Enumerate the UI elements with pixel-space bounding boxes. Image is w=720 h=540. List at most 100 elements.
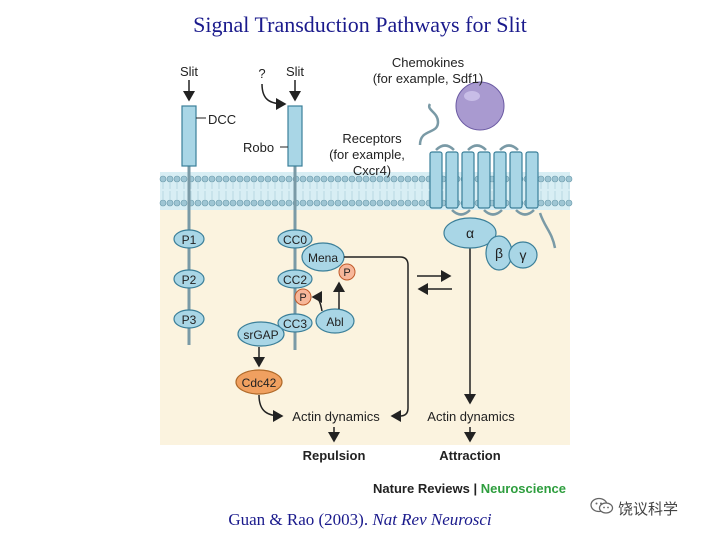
lipid-head xyxy=(551,199,559,207)
lipid-head xyxy=(194,175,202,183)
lipid-head xyxy=(313,175,321,183)
lipid-head xyxy=(236,199,244,207)
lipid-head xyxy=(278,199,286,207)
lipid-head xyxy=(544,175,552,183)
mena-protein: Mena xyxy=(301,242,345,272)
g-protein-gamma: γ xyxy=(508,241,538,269)
lipid-head xyxy=(362,199,370,207)
chemokines-label-line2: (for example, Sdf1) xyxy=(373,71,484,86)
actin-dynamics-right-label: Actin dynamics xyxy=(427,409,515,424)
lipid-head xyxy=(215,199,223,207)
mena-phospho-badge: P xyxy=(338,263,356,281)
lipid-head xyxy=(180,175,188,183)
slit-right-label: Slit xyxy=(286,64,304,79)
srgap-protein: srGAP xyxy=(237,321,285,347)
dcc-domain-p1-label: P1 xyxy=(182,233,197,247)
chemokines-label-line1: Chemokines xyxy=(392,55,465,70)
dcc-domain-p3-label: P3 xyxy=(182,313,197,327)
unknown-ligand-arrow xyxy=(261,83,287,110)
lipid-head xyxy=(166,175,174,183)
citation-journal: Nat Rev Neurosci xyxy=(372,510,492,529)
dcc-domain-p2-label: P2 xyxy=(182,273,197,287)
attraction-label: Attraction xyxy=(439,448,500,463)
srgap-label: srGAP xyxy=(243,328,278,342)
lipid-head xyxy=(558,175,566,183)
g-protein-alpha: α xyxy=(443,217,497,249)
dcc-label: DCC xyxy=(208,112,236,127)
gpcr-helix xyxy=(525,151,539,209)
lipid-head xyxy=(173,199,181,207)
lipid-head xyxy=(355,199,363,207)
lipid-head xyxy=(551,175,559,183)
lipid-head xyxy=(236,175,244,183)
lipid-head xyxy=(341,175,349,183)
cc3-phospho-badge: P xyxy=(294,288,312,306)
repulsion-label: Repulsion xyxy=(303,448,366,463)
lipid-head xyxy=(264,175,272,183)
lipid-head xyxy=(180,199,188,207)
lipid-head xyxy=(341,199,349,207)
g-beta-label: β xyxy=(495,245,503,261)
lipid-head xyxy=(537,175,545,183)
robo-label: Robo xyxy=(243,140,274,155)
lipid-head xyxy=(390,175,398,183)
gpcr-helix xyxy=(477,151,491,209)
lipid-head xyxy=(166,199,174,207)
dcc-domain-p2: P2 xyxy=(173,269,205,289)
lipid-head xyxy=(565,175,573,183)
lipid-head xyxy=(376,199,384,207)
citation: Guan & Rao (2003). Nat Rev Neurosci xyxy=(0,510,720,530)
lipid-head xyxy=(369,199,377,207)
robo-domain-cc3-label: CC3 xyxy=(283,317,307,331)
abl-to-cc3-arrow xyxy=(311,291,323,312)
lipid-head xyxy=(194,199,202,207)
receptors-label-line1: Receptors xyxy=(342,131,402,146)
robo-domain-cc2: CC2 xyxy=(277,269,313,289)
cdc42-label: Cdc42 xyxy=(242,376,277,390)
lipid-head xyxy=(229,175,237,183)
robo-domain-cc3: CC3 xyxy=(277,313,313,333)
wechat-icon xyxy=(590,497,614,519)
lipid-head xyxy=(320,175,328,183)
lipid-head xyxy=(250,175,258,183)
lipid-head xyxy=(215,175,223,183)
lipid-head xyxy=(404,199,412,207)
lipid-head xyxy=(327,199,335,207)
credit-journal: Neuroscience xyxy=(481,481,566,496)
lipid-head xyxy=(334,199,342,207)
lipid-head xyxy=(320,199,328,207)
lipid-head xyxy=(537,199,545,207)
robo-domain-cc0-label: CC0 xyxy=(283,233,307,247)
lipid-head xyxy=(558,199,566,207)
lipid-head xyxy=(201,175,209,183)
robo-domain-cc0: CC0 xyxy=(277,229,313,249)
receptors-label-line3: Cxcr4) xyxy=(353,163,391,178)
watermark-text: 饶议科学 xyxy=(618,499,679,518)
lipid-head xyxy=(208,175,216,183)
lipid-head xyxy=(334,175,342,183)
slide-title: Signal Transduction Pathways for Slit xyxy=(193,12,527,37)
lipid-head xyxy=(299,175,307,183)
abl-label: Abl xyxy=(326,315,343,329)
lipid-head xyxy=(327,175,335,183)
lipid-head xyxy=(404,175,412,183)
robo-domain-cc2-label: CC2 xyxy=(283,273,307,287)
lipid-head xyxy=(306,175,314,183)
actin-dynamics-left-label: Actin dynamics xyxy=(292,409,380,424)
g-alpha-label: α xyxy=(466,225,474,241)
credit-main: Nature Reviews | xyxy=(373,481,481,496)
g-gamma-label: γ xyxy=(520,247,527,263)
cdc42-to-actin-arrow xyxy=(258,394,284,422)
dcc-domain-p1: P1 xyxy=(173,229,205,249)
lipid-head xyxy=(418,175,426,183)
abl-protein: Abl xyxy=(315,308,355,334)
lipid-head xyxy=(411,199,419,207)
lipid-head xyxy=(243,199,251,207)
lipid-head xyxy=(257,175,265,183)
cdc42-protein: Cdc42 xyxy=(235,369,283,395)
lipid-head xyxy=(306,199,314,207)
slit-left-label: Slit xyxy=(180,64,198,79)
unknown-ligand-label: ? xyxy=(258,66,265,81)
watermark: 饶议科学 xyxy=(590,497,678,519)
lipid-head xyxy=(222,175,230,183)
